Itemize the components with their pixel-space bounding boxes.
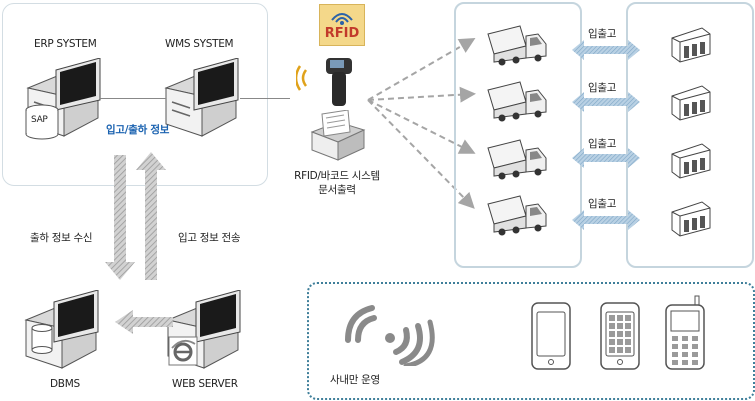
dashed-arrow-2: [367, 86, 476, 103]
ship-receive-label: 출하 정보 수신: [30, 232, 93, 244]
dbms-label: DBMS: [50, 378, 80, 390]
rfid-caption-line2: 문서출력: [318, 184, 356, 196]
system-panel: [2, 3, 268, 186]
in-send-label: 입고 정보 전송: [178, 232, 241, 244]
web-browser-icon: [168, 336, 198, 366]
internal-ops-label: 사내만 운영: [330, 374, 380, 386]
barcode-printer-icon: [310, 110, 366, 161]
truck-icon-4: [487, 195, 547, 236]
inout-label-4: 입출고: [588, 198, 617, 210]
wms-system-label: WMS SYSTEM: [165, 38, 234, 50]
wms-computer-icon: [164, 58, 239, 137]
erp-wms-link-line: [100, 98, 166, 99]
sap-label: SAP: [31, 115, 48, 125]
handheld-terminal-icon: [665, 295, 705, 370]
wireless-signal-icon: [345, 305, 435, 366]
inout-label-3: 입출고: [588, 138, 617, 150]
wms-rfid-link-line: [240, 98, 290, 99]
rfid-badge-text: RFID: [324, 26, 360, 41]
rfid-reader-icon: [296, 58, 352, 106]
inout-arrow-2: [572, 92, 640, 112]
inout-label-2: 입출고: [588, 82, 617, 94]
vertical-arrows: [105, 152, 166, 280]
web-server-label: WEB SERVER: [172, 378, 238, 390]
dbms-computer-icon: [24, 290, 99, 369]
down-arrow: [105, 155, 135, 280]
inout-arrow-4: [572, 210, 640, 230]
sap-database-icon: [25, 104, 59, 140]
rfid-caption-line1: RFID/바코드 시스템: [294, 170, 380, 182]
trucks-panel: [454, 2, 582, 268]
warehouse-icon-2: [671, 85, 711, 121]
truck-icon-3: [487, 139, 547, 180]
rfid-badge-icon: RFID: [319, 4, 365, 46]
warehouse-icon-1: [671, 27, 711, 63]
inout-info-label: 입고/출하 정보: [106, 124, 170, 136]
web-to-dbms-arrow: [115, 310, 173, 334]
inout-arrow-1: [572, 40, 640, 60]
mobile-panel: [307, 282, 755, 400]
inout-arrows: [572, 40, 640, 230]
warehouse-icon-4: [671, 201, 711, 237]
warehouse-icon-3: [671, 143, 711, 179]
up-arrow: [136, 152, 166, 280]
inout-arrow-3: [572, 148, 640, 168]
warehouses-panel: [626, 2, 754, 268]
erp-system-label: ERP SYSTEM: [34, 38, 97, 50]
tablet-icon: [531, 302, 571, 370]
truck-icon-2: [487, 81, 547, 122]
inout-label-1: 입출고: [588, 28, 617, 40]
truck-icon-1: [487, 25, 547, 66]
smartphone-icon: [600, 302, 640, 370]
